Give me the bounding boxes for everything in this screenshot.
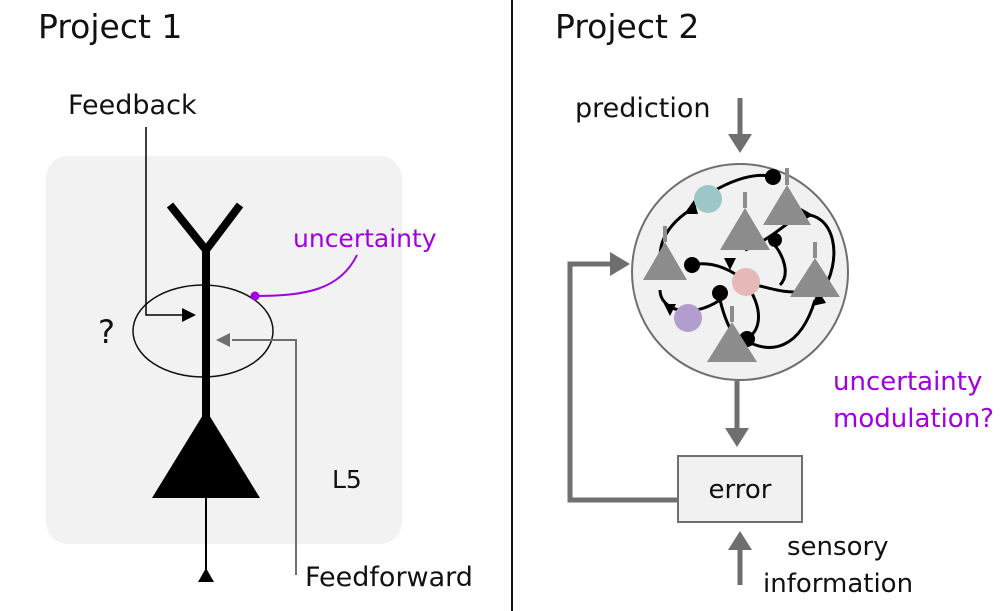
- modulation-label-line1: uncertainty: [833, 367, 982, 397]
- question-mark: ?: [98, 313, 115, 351]
- feedback-arrowhead: [182, 308, 196, 322]
- l5-panel-background: [46, 156, 402, 544]
- sensory-label-line2: information: [763, 569, 913, 599]
- interneuron-pink: [732, 268, 760, 296]
- feedback-label: Feedback: [68, 90, 197, 121]
- project2-title: Project 2: [555, 7, 699, 46]
- soma-triangle: [152, 410, 260, 498]
- feedforward-label: Feedforward: [305, 562, 473, 593]
- network-neurons: [643, 168, 840, 362]
- project1-title: Project 1: [38, 7, 182, 46]
- feedforward-line: [232, 339, 297, 575]
- interneuron-purple: [674, 304, 702, 332]
- error-feedback-loop: [567, 261, 678, 503]
- feedback-line: [145, 127, 184, 316]
- uncertainty-dot: [250, 291, 260, 301]
- error-box: [677, 455, 803, 523]
- uncertainty-connector: [254, 254, 358, 297]
- network-to-error-arrowhead: [725, 428, 749, 447]
- project2-panel: Project 2 prediction: [555, 7, 994, 599]
- feedforward-arrowhead: [216, 333, 230, 347]
- axon-terminal-arrow: [198, 568, 214, 582]
- prediction-label: prediction: [575, 93, 710, 124]
- project1-panel: Project 1 Feedback Feedforward uncertain…: [38, 7, 473, 593]
- uncertainty-label: uncertainty: [293, 224, 437, 253]
- error-label: error: [709, 475, 772, 505]
- error-feedback-arrowhead: [610, 252, 630, 276]
- prediction-arrowhead: [728, 134, 752, 153]
- interneuron-teal: [694, 185, 722, 213]
- sensory-label-line1: sensory: [787, 532, 889, 562]
- layer-label: L5: [332, 465, 362, 494]
- sensory-arrowhead: [728, 531, 752, 550]
- connection-arrowheads: [664, 200, 826, 316]
- synapse-dots: [684, 169, 782, 347]
- modulation-label-line2: modulation?: [833, 404, 994, 434]
